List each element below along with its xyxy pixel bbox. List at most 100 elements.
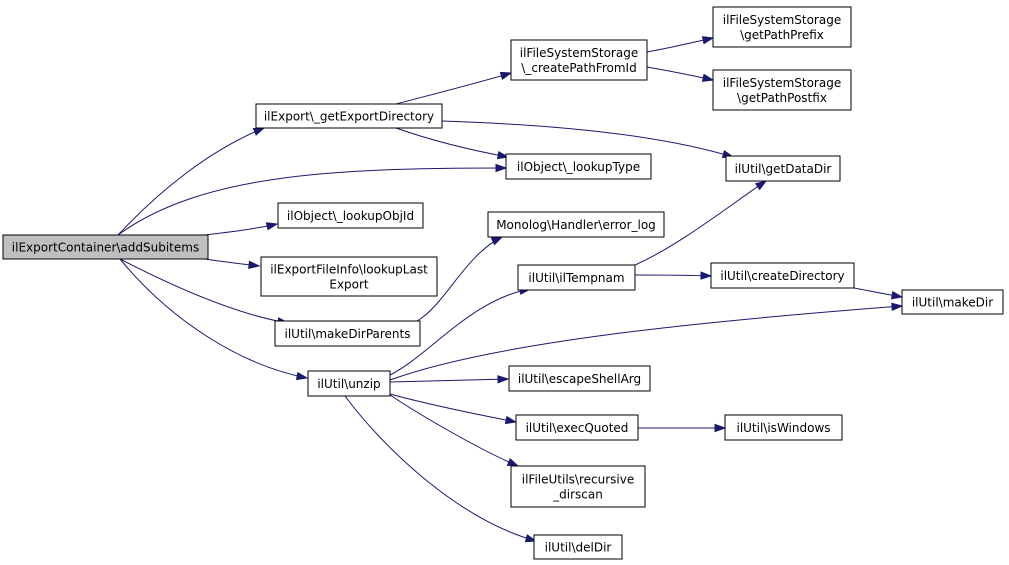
node-label: Monolog\Handler\error_log (496, 218, 656, 232)
edge-unzip-to-execQuoted (389, 393, 518, 425)
node-label: \getPathPostfix (737, 91, 827, 105)
node-ilTempnam[interactable]: ilUtil\ilTempnam (517, 264, 636, 291)
node-box (710, 262, 855, 289)
node-getDataDir[interactable]: ilUtil\getDataDir (725, 155, 841, 182)
edge-createPathFromId-to-getPathPostfix (646, 66, 715, 82)
arrowhead (890, 291, 904, 300)
node-label: ilFileSystemStorage (520, 46, 638, 60)
edge-line (119, 258, 308, 379)
edge-createPathFromId-to-getPathPrefix (646, 36, 715, 53)
node-lookupObjId[interactable]: ilObject\_lookupObjId (277, 202, 424, 229)
edges-layer (117, 36, 904, 543)
node-box (487, 211, 665, 238)
node-box (505, 153, 652, 180)
edge-line (395, 127, 509, 158)
node-label: ilUtil\makeDir (912, 296, 993, 310)
node-label: ilExportFileInfo\lookupLast (270, 263, 428, 277)
node-label: ilUtil\execQuoted (526, 421, 629, 435)
arrowhead (524, 534, 538, 543)
node-label: ilExport\_getExportDirectory (264, 110, 434, 124)
node-box (260, 256, 438, 297)
node-label: ilObject\_lookupType (517, 160, 640, 174)
node-box (515, 414, 639, 441)
node-recursiveDirscan[interactable]: ilFileUtils\recursive_dirscan (510, 465, 646, 508)
edge-root-to-unzip (119, 258, 309, 381)
edge-line (395, 72, 512, 105)
edge-ilTempnam-to-createDirectory (634, 271, 713, 280)
arrowhead (714, 423, 727, 433)
arrowhead (248, 260, 261, 269)
edge-line (634, 274, 712, 277)
node-label: ilUtil\makeDirParents (285, 327, 411, 341)
node-execQuoted[interactable]: ilUtil\execQuoted (515, 414, 639, 441)
node-delDir[interactable]: ilUtil\delDir (533, 534, 623, 560)
arrowhead (701, 73, 715, 82)
node-getPathPrefix[interactable]: ilFileSystemStorage\getPathPrefix (712, 6, 852, 48)
node-box (274, 320, 421, 347)
edge-line (119, 258, 289, 324)
node-label: ilUtil\delDir (545, 541, 612, 555)
edge-makeDirParents-to-errorLog (416, 236, 504, 322)
arrowhead (265, 222, 279, 231)
edge-line (117, 127, 265, 236)
node-box (712, 69, 852, 111)
edge-execQuoted-to-isWindows (638, 423, 727, 433)
node-label: ilFileSystemStorage (723, 13, 841, 27)
node-label: ilUtil\createDirectory (720, 269, 844, 283)
arrowhead (701, 36, 715, 45)
node-createDirectory[interactable]: ilUtil\createDirectory (710, 262, 855, 289)
node-label: ilUtil\isWindows (736, 421, 830, 435)
edge-createDirectory-to-makeDir (853, 287, 904, 300)
node-makeDirParents[interactable]: ilUtil\makeDirParents (274, 320, 421, 347)
node-box (2, 234, 209, 260)
edge-getExportDirectory-to-lookupType (395, 127, 510, 160)
node-box (510, 465, 646, 508)
node-label: \getPathPrefix (740, 28, 824, 42)
node-label: ilExportContainer\addSubitems (12, 241, 199, 255)
node-label: ilUtil\unzip (317, 377, 380, 391)
edge-ilTempnam-to-getDataDir (634, 180, 768, 266)
node-box (533, 534, 623, 560)
arrowhead (754, 180, 768, 191)
node-box (510, 39, 648, 81)
node-box (255, 103, 443, 129)
edge-unzip-to-recursiveDirscan (389, 394, 520, 467)
node-errorLog[interactable]: Monolog\Handler\error_log (487, 211, 665, 238)
arrowhead (497, 375, 510, 384)
node-escapeShellArg[interactable]: ilUtil\escapeShellArg (508, 365, 651, 392)
node-unzip[interactable]: ilUtil\unzip (307, 370, 391, 397)
node-box (712, 6, 852, 48)
node-label: ilUtil\escapeShellArg (518, 372, 641, 386)
node-label: \_createPathFromId (521, 61, 636, 75)
node-label: ilFileUtils\recursive (522, 473, 634, 487)
arrowhead (700, 271, 713, 280)
edge-root-to-getExportDirectory (117, 127, 266, 236)
node-label: ilUtil\getDataDir (735, 162, 832, 176)
node-getPathPostfix[interactable]: ilFileSystemStorage\getPathPostfix (712, 69, 852, 111)
node-lookupType[interactable]: ilObject\_lookupType (505, 153, 652, 180)
node-label: Export (329, 278, 369, 292)
arrowhead (252, 127, 266, 136)
node-box (307, 370, 391, 397)
arrowhead (490, 236, 504, 246)
node-box (724, 414, 843, 441)
node-root[interactable]: ilExportContainer\addSubitems (2, 234, 209, 260)
edge-line (634, 180, 767, 266)
node-makeDir[interactable]: ilUtil\makeDir (901, 289, 1004, 315)
arrowhead (295, 371, 309, 381)
edge-line (389, 393, 517, 423)
node-getExportDirectory[interactable]: ilExport\_getExportDirectory (255, 103, 443, 129)
node-createPathFromId[interactable]: ilFileSystemStorage\_createPathFromId (510, 39, 648, 81)
node-label: ilUtil\ilTempnam (528, 271, 624, 285)
edge-unzip-to-escapeShellArg (389, 375, 510, 384)
node-label: _dirscan (552, 488, 603, 502)
arrowhead (496, 150, 510, 160)
node-box (277, 202, 424, 229)
node-isWindows[interactable]: ilUtil\isWindows (724, 414, 843, 441)
node-box (508, 365, 651, 392)
edge-line (416, 236, 503, 322)
edge-line (344, 395, 537, 542)
arrowhead (495, 163, 508, 173)
